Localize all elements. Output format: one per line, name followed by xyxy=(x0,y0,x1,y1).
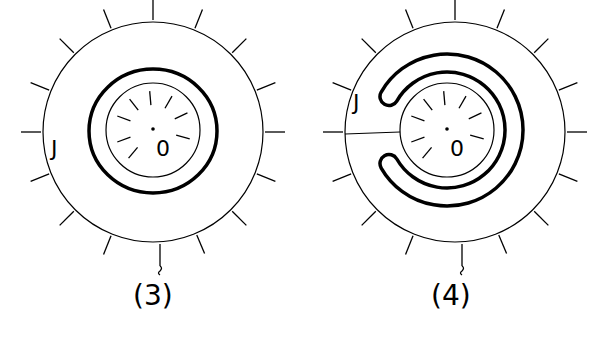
circle-region: 0 xyxy=(106,83,200,177)
tick-mark xyxy=(333,174,352,181)
region-label: 0 xyxy=(156,138,170,160)
tick-mark xyxy=(117,116,130,121)
tick-mark xyxy=(130,99,139,110)
tick-mark xyxy=(362,211,376,225)
tick-mark xyxy=(150,91,151,105)
tick-mark xyxy=(423,147,432,158)
tick-mark xyxy=(470,135,484,139)
tick-mark xyxy=(497,10,504,29)
region-label: 0 xyxy=(450,138,464,160)
circle-region: J0 xyxy=(345,22,565,242)
circle-region: 0 xyxy=(400,83,494,177)
tick-mark xyxy=(333,83,352,90)
tick-mark xyxy=(406,10,413,29)
tick-mark xyxy=(31,83,50,90)
tick-mark xyxy=(567,131,587,132)
tick-mark xyxy=(176,135,190,139)
tick-mark xyxy=(165,96,172,108)
tick-mark xyxy=(454,0,455,20)
tick-mark xyxy=(534,39,548,53)
closed-loop xyxy=(89,69,217,193)
slit-band xyxy=(380,54,523,206)
center-dot xyxy=(445,127,449,131)
tick-mark xyxy=(31,174,50,181)
tick-mark xyxy=(129,147,138,158)
tick-mark xyxy=(499,235,507,253)
tick-mark xyxy=(444,91,445,105)
tick-mark xyxy=(104,10,111,29)
tick-mark xyxy=(195,10,202,29)
region-label: J xyxy=(51,138,58,160)
circle-outline xyxy=(43,22,263,242)
tick-mark xyxy=(232,211,246,225)
tick-mark xyxy=(411,137,424,142)
tick-mark xyxy=(159,244,160,266)
figure-number: (3) xyxy=(133,282,173,310)
tick-mark xyxy=(257,174,276,181)
tick-mark xyxy=(265,131,285,132)
tick-mark xyxy=(559,83,578,90)
tick-mark xyxy=(362,39,376,53)
tick-mark xyxy=(104,236,111,255)
tick-curl xyxy=(461,266,464,275)
tick-mark xyxy=(459,96,466,108)
tick-mark xyxy=(559,174,578,181)
tick-mark xyxy=(175,113,188,119)
tick-mark xyxy=(197,235,205,253)
figure-number: (4) xyxy=(431,282,471,310)
tick-mark xyxy=(534,211,548,225)
circle-region: J0 xyxy=(43,22,263,242)
region-label: J xyxy=(353,92,360,114)
tick-marks xyxy=(21,0,587,275)
tick-mark xyxy=(21,131,41,132)
tick-mark xyxy=(469,113,482,119)
cut-line xyxy=(345,132,400,134)
tick-curl xyxy=(159,266,162,275)
tick-mark xyxy=(60,39,74,53)
tick-mark xyxy=(323,131,343,132)
tick-mark xyxy=(257,83,276,90)
tick-mark xyxy=(461,244,462,266)
tick-mark xyxy=(411,116,424,121)
tick-mark xyxy=(424,99,433,110)
tick-mark xyxy=(406,236,413,255)
circle-outline xyxy=(106,83,200,177)
tick-mark xyxy=(60,211,74,225)
center-dot xyxy=(151,127,155,131)
tick-mark xyxy=(232,39,246,53)
tick-mark xyxy=(117,137,130,142)
tick-mark xyxy=(152,0,153,20)
circle-outline xyxy=(345,22,565,242)
circle-outline xyxy=(400,83,494,177)
